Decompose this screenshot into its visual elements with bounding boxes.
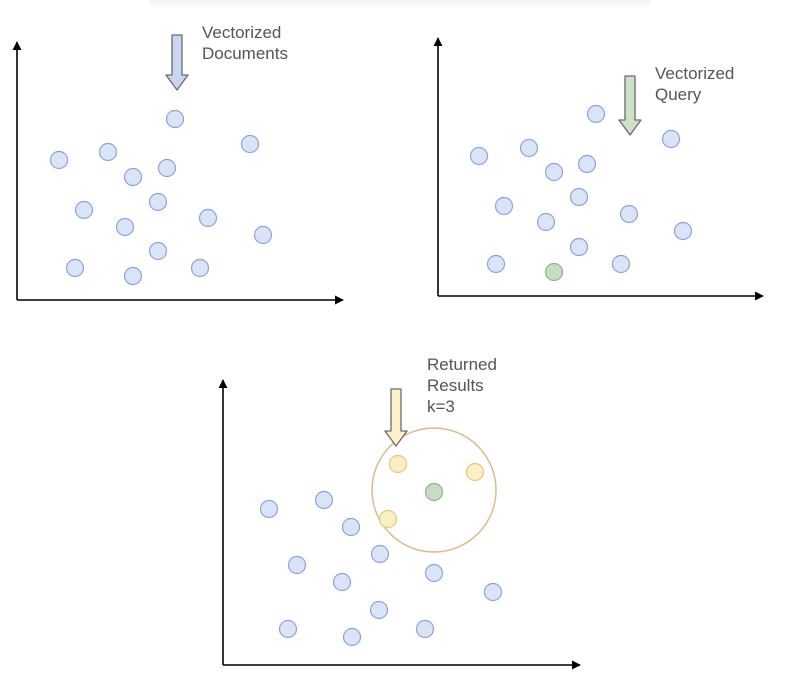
document-vector-point — [123, 266, 143, 286]
callout-line: k=3 — [427, 397, 455, 416]
document-vector-point — [278, 619, 298, 639]
document-vector-point — [98, 142, 118, 162]
document-vector-point — [494, 196, 514, 216]
query-panel — [433, 37, 764, 301]
callout-line: Query — [655, 85, 702, 104]
callout-line: Returned — [427, 355, 497, 374]
document-vector-point — [415, 619, 435, 639]
document-vector-point — [369, 600, 389, 620]
documents-callout: Vectorized Documents — [202, 22, 288, 64]
result-vector-point — [465, 462, 485, 482]
down-arrow-icon — [618, 75, 642, 136]
query-vector-point — [424, 482, 444, 502]
document-vector-point — [469, 146, 489, 166]
document-vector-point — [544, 162, 564, 182]
document-vector-point — [165, 109, 185, 129]
results-panel — [218, 379, 581, 670]
document-vector-point — [74, 200, 94, 220]
callout-line: Vectorized — [202, 23, 282, 42]
document-vector-point — [314, 490, 334, 510]
callout-line: Results — [427, 376, 484, 395]
document-vector-point — [65, 258, 85, 278]
document-vector-point — [569, 237, 589, 257]
document-vector-point — [619, 204, 639, 224]
document-vector-point — [577, 154, 597, 174]
document-vector-point — [115, 217, 135, 237]
result-vector-point — [388, 454, 408, 474]
top-edge-shadow — [150, 0, 650, 8]
document-vector-point — [661, 129, 681, 149]
results-callout: Returned Results k=3 — [427, 354, 497, 417]
document-vector-point — [287, 555, 307, 575]
document-vector-point — [611, 254, 631, 274]
document-vector-point — [424, 563, 444, 583]
document-vector-point — [673, 221, 693, 241]
down-arrow-icon — [165, 34, 189, 91]
result-vector-point — [378, 509, 398, 529]
document-vector-point — [332, 572, 352, 592]
document-vector-point — [370, 544, 390, 564]
document-vector-point — [536, 212, 556, 232]
document-vector-point — [123, 167, 143, 187]
document-vector-point — [190, 258, 210, 278]
document-vector-point — [253, 225, 273, 245]
document-vector-point — [240, 134, 260, 154]
query-callout: Vectorized Query — [655, 63, 734, 105]
k-radius-ring — [371, 427, 497, 553]
document-vector-point — [148, 241, 168, 261]
documents-panel — [12, 34, 344, 305]
document-vector-point — [483, 582, 503, 602]
down-arrow-icon — [384, 388, 408, 447]
document-vector-point — [342, 627, 362, 647]
callout-line: Documents — [202, 44, 288, 63]
document-vector-point — [486, 254, 506, 274]
query-vector-point — [544, 262, 564, 282]
document-vector-point — [198, 208, 218, 228]
document-vector-point — [259, 499, 279, 519]
document-vector-point — [341, 517, 361, 537]
document-vector-point — [569, 187, 589, 207]
callout-line: Vectorized — [655, 64, 735, 83]
document-vector-point — [148, 192, 168, 212]
document-vector-point — [586, 104, 606, 124]
document-vector-point — [49, 150, 69, 170]
document-vector-point — [519, 138, 539, 158]
document-vector-point — [157, 158, 177, 178]
